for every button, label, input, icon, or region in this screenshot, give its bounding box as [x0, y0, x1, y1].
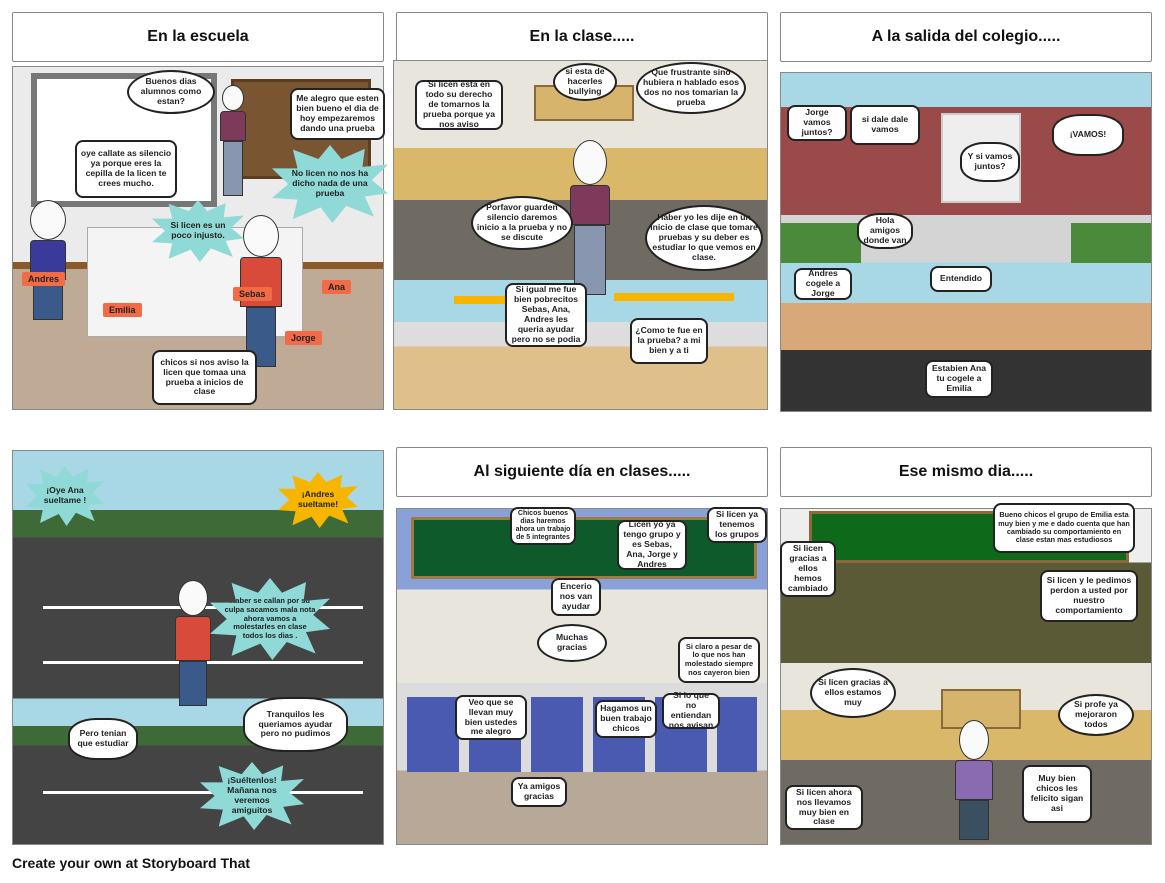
speech-bubble: Si lo que no entiendan nos avisan	[662, 690, 720, 730]
speech-bubble: Licen yo ya tengo grupo y es Sebas, Ana,…	[617, 519, 687, 570]
panel-1-title: En la escuela	[12, 12, 384, 62]
speech-bubble: Muchas gracias	[537, 624, 607, 662]
speech-bubble: Si licen esta en todo su derecho de toma…	[415, 79, 503, 130]
speech-bubble: ¿Como te fue en la prueba? a mi bien y a…	[630, 318, 708, 364]
thought-bubble: Y si vamos juntos?	[960, 142, 1020, 182]
chalkboard	[411, 517, 757, 579]
panel-6-title: Ese mismo dia.....	[780, 447, 1152, 497]
speech-bubble: Si licen ya tenemos los grupos	[707, 507, 767, 543]
speech-bubble: Si licen gracias a ellos hemos cambiado	[780, 541, 836, 597]
speech-bubble: Ya amigos gracias	[511, 777, 567, 807]
panel-5-title: Al siguiente día en clases.....	[396, 447, 768, 497]
storyboard-that-credit-link[interactable]: Create your own at Storyboard That	[12, 855, 251, 871]
speech-bubble: oye callate as silencio ya porque eres l…	[75, 140, 177, 198]
speech-bubble: si esta de hacerles bullying	[553, 63, 617, 101]
speech-bubble: Si licen y le pedimos perdon a usted por…	[1040, 570, 1138, 622]
name-label-ana: Ana	[322, 280, 352, 294]
grass	[1071, 223, 1151, 263]
grass	[781, 223, 861, 263]
speech-bubble: Encerio nos van ayudar	[551, 578, 601, 616]
speech-bubble: Andres cogele a Jorge	[794, 268, 852, 300]
name-label-jorge: Jorge	[285, 331, 322, 345]
student-back-figure	[175, 580, 211, 706]
name-label-sebas: Sebas	[233, 287, 272, 301]
panel-3-title: A la salida del colegio.....	[780, 12, 1152, 62]
speech-bubble: Jorge vamos juntos?	[787, 105, 847, 141]
speech-bubble: Si licen ahora nos llevamos muy bien en …	[785, 785, 863, 830]
speech-bubble: si dale dale vamos	[850, 105, 920, 145]
speech-bubble: Buenos dias alumnos como estan?	[127, 70, 215, 114]
thought-bubble: Tranquilos les queriamos ayudar pero no …	[243, 697, 348, 752]
speech-bubble: Porfavor guarden silencio daremos inicio…	[471, 196, 573, 250]
speech-bubble: Que frustrante sino hubiera n hablado es…	[636, 62, 746, 114]
name-label-andres: Andres	[22, 272, 66, 286]
teacher-back-figure	[955, 720, 993, 840]
speech-bubble: Si licen gracias a ellos estamos muy	[810, 668, 896, 718]
student-sebas-figure	[240, 215, 282, 367]
speech-bubble: Haber yo les dije en un inicio de clase …	[645, 205, 763, 271]
speech-bubble: Hagamos un buen trabajo chicos	[595, 700, 657, 738]
speech-bubble: Entendido	[930, 266, 992, 292]
speech-bubble: Chicos buenos dias haremos ahora un trab…	[510, 507, 576, 545]
thought-bubble: Hola amigos donde van	[857, 213, 913, 249]
speech-bubble: chicos si nos aviso la licen que tomaa u…	[152, 350, 257, 405]
speech-bubble: Si claro a pesar de lo que nos han moles…	[678, 637, 760, 683]
parking-line	[43, 791, 363, 794]
speech-bubble: Veo que se llevan muy bien ustedes me al…	[455, 695, 527, 740]
speech-bubble: Me alegro que esten bien bueno el dia de…	[290, 88, 385, 140]
teacher-figure	[220, 85, 246, 196]
thought-bubble: ¡VAMOS!	[1052, 114, 1124, 156]
speech-bubble: Estabien Ana tu cogele a Emilia	[925, 360, 993, 398]
speech-bubble: Bueno chicos el grupo de Emilia esta muy…	[993, 503, 1135, 553]
playground-roof	[614, 293, 734, 301]
speech-bubble: Muy bien chicos les felicito sigan asi	[1022, 765, 1092, 823]
name-label-emilia: Emilia	[103, 303, 142, 317]
panel-2-title: En la clase.....	[396, 12, 768, 62]
speech-bubble: Si igual me fue bien pobrecitos Sebas, A…	[505, 283, 587, 347]
speech-bubble: Si profe ya mejoraron todos	[1058, 694, 1134, 736]
teacher-back-figure	[570, 140, 610, 295]
thought-bubble: Pero tenian que estudiar	[68, 718, 138, 760]
student-andres-figure	[30, 200, 66, 320]
